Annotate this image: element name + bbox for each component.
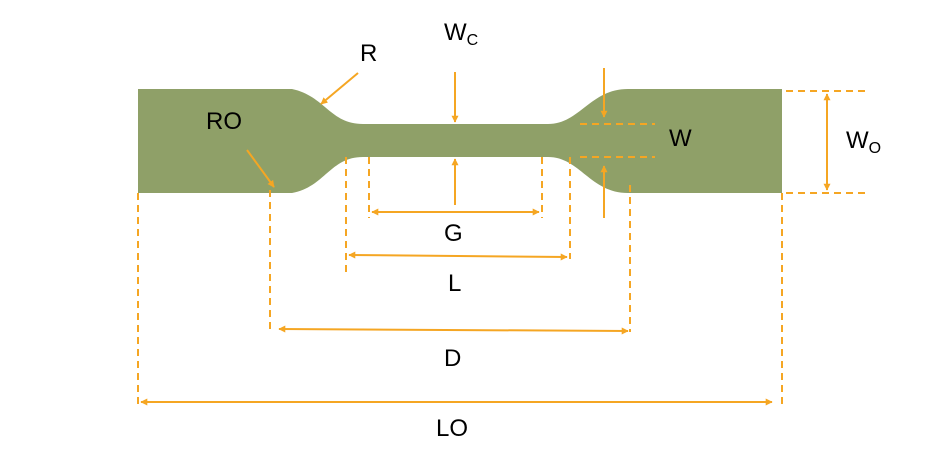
ro-leader-arrow — [246, 149, 275, 188]
d-label: D — [444, 345, 461, 372]
r-leader-arrow — [320, 72, 359, 105]
l-label: L — [448, 270, 461, 297]
wo-label: WO — [846, 127, 881, 157]
g-label: G — [444, 220, 463, 247]
ro-label: RO — [206, 108, 242, 135]
wc-label: WC — [444, 19, 478, 49]
l-dimension-arrow — [348, 251, 568, 261]
lo-label: LO — [436, 415, 468, 442]
specimen-shape — [138, 89, 782, 193]
r-label: R — [360, 40, 377, 67]
d-dimension-arrow — [278, 325, 629, 335]
w-label: W — [669, 125, 692, 152]
